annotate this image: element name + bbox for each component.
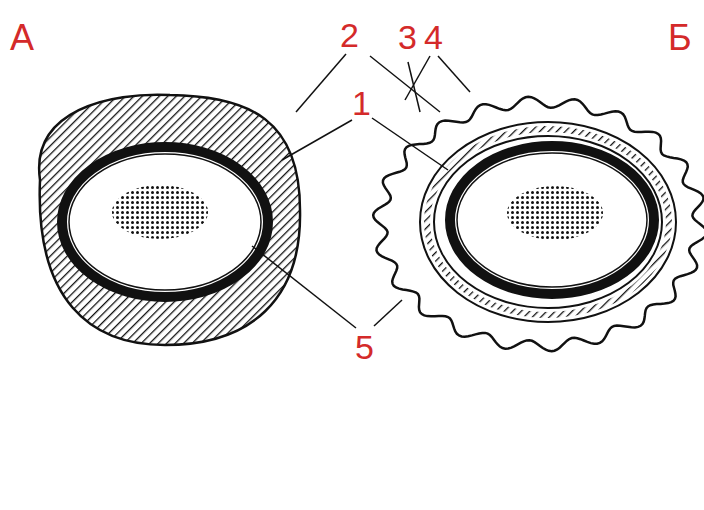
figure-letter: А [10, 20, 34, 56]
callout-number: 1 [352, 86, 371, 120]
leader-lines [252, 54, 470, 328]
callout-number: 3 [398, 20, 417, 54]
section-b [373, 97, 704, 351]
callout-number: 4 [424, 20, 443, 54]
figure-letter: Б [668, 20, 692, 56]
section-a [39, 95, 300, 345]
callout-number: 5 [355, 330, 374, 364]
callout-number: 2 [340, 18, 359, 52]
